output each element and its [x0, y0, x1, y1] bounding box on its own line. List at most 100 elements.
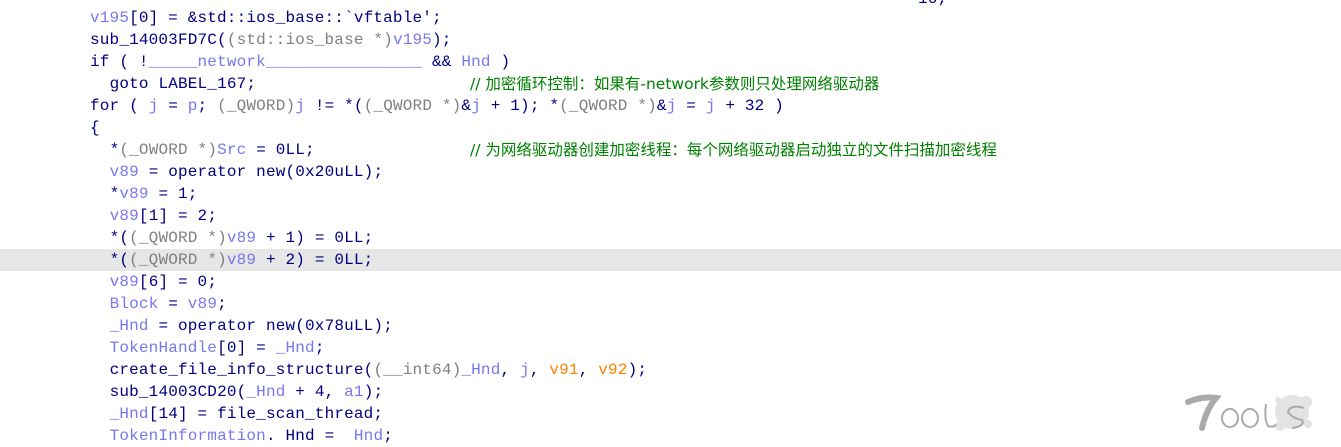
code-text: _Hnd = operator new(0x78uLL); — [110, 315, 393, 337]
code-token: + 1); * — [480, 97, 560, 115]
code-text: sub_14003CD20(_Hnd + 4, a1); — [110, 381, 384, 403]
code-token: create_file_info_structure( — [109, 361, 374, 379]
code-identifier[interactable]: v91 — [549, 361, 579, 379]
code-text: *((_QWORD *)v89 + 1) = 0LL; — [110, 227, 374, 249]
code-token: ); — [432, 31, 452, 49]
code-text: create_file_info_structure((__int64)_Hnd… — [110, 359, 648, 381]
code-token: = 0LL; — [246, 141, 315, 159]
code-token: [0] = &std::ios_base::`vftable'; — [129, 9, 442, 27]
code-comment: // 为网络驱动器创建加密线程：每个网络驱动器启动独立的文件扫描加密线程 — [470, 141, 997, 159]
code-line[interactable]: _Hnd[14] = file_scan_thread; — [0, 403, 1341, 425]
code-identifier[interactable]: v89 — [109, 163, 139, 181]
code-token: + 1) = 0LL; — [256, 229, 374, 247]
code-token: ; — [197, 97, 218, 115]
code-identifier[interactable]: v92 — [598, 361, 628, 379]
code-identifier[interactable]: v195 — [90, 9, 130, 27]
code-token: , — [500, 361, 521, 379]
code-identifier[interactable]: _____network________________ — [148, 53, 423, 71]
code-line[interactable]: for ( j = p; (_QWORD)j != *((_QWORD *)&j… — [0, 95, 1341, 117]
code-line[interactable]: TokenHandle[0] = _Hnd; — [0, 337, 1341, 359]
code-line[interactable]: v89[6] = 0; — [0, 271, 1341, 293]
code-token: *( — [109, 229, 130, 247]
code-line[interactable]: v89 = operator new(0x20uLL); — [0, 161, 1341, 183]
code-token: + 32 ) — [715, 97, 784, 115]
code-line[interactable]: v89[1] = 2; — [0, 205, 1341, 227]
code-identifier[interactable]: v89 — [109, 273, 139, 291]
code-identifier[interactable]: p — [187, 97, 198, 115]
code-text: v89[1] = 2; — [110, 205, 218, 227]
code-line[interactable]: { — [0, 117, 1341, 139]
code-token: = — [676, 97, 706, 115]
code-identifier[interactable]: j — [520, 361, 530, 379]
code-token: ; — [314, 339, 325, 357]
code-token: ); — [363, 383, 384, 401]
code-cast: (_QWORD *) — [559, 97, 657, 115]
code-token: , — [529, 361, 550, 379]
code-text: Block = v89; — [110, 293, 227, 315]
code-line[interactable]: _Hnd = operator new(0x78uLL); — [0, 315, 1341, 337]
code-identifier[interactable]: _Hnd — [109, 405, 149, 423]
code-identifier[interactable]: v89 — [187, 295, 218, 313]
code-token: ); — [627, 361, 648, 379]
code-token: & — [656, 97, 667, 115]
code-token: = — [158, 97, 188, 115]
code-identifier[interactable]: TokenInformation — [109, 427, 266, 445]
code-token: [0] = — [217, 339, 276, 357]
code-line[interactable]: Block = v89; — [0, 293, 1341, 315]
code-line-selected[interactable]: *((_QWORD *)v89 + 2) = 0LL; — [0, 249, 1341, 271]
code-identifier[interactable]: Block — [109, 295, 159, 313]
code-identifier[interactable]: j — [705, 97, 716, 115]
code-text: for ( j = p; (_QWORD)j != *((_QWORD *)&j… — [90, 95, 784, 117]
code-identifier[interactable]: a1 — [344, 383, 364, 401]
code-identifier[interactable]: v89 — [109, 207, 139, 225]
code-text: v89 = operator new(0x20uLL); — [110, 161, 384, 183]
code-line[interactable]: v195[0] = &std::ios_base::`vftable'; — [0, 7, 1341, 29]
code-line[interactable]: goto LABEL_167;// 加密循环控制：如果有-network参数则只… — [0, 73, 1341, 95]
code-identifier[interactable]: _Hnd — [109, 317, 149, 335]
code-identifier[interactable]: j — [666, 97, 677, 115]
code-token: = 1; — [148, 185, 198, 203]
code-token: for ( — [90, 97, 149, 115]
code-line[interactable]: sub_14003FD7C((std::ios_base *)v195); — [0, 29, 1341, 51]
code-token: && — [422, 53, 462, 71]
code-token: sub_14003CD20( — [109, 383, 247, 401]
code-text: if ( !_____network________________ && Hn… — [90, 51, 510, 73]
code-text: TokenInformation. Hnd = Hnd; — [110, 425, 393, 447]
code-token: [6] = 0; — [138, 273, 218, 291]
code-line[interactable]: sub_14003CD20(_Hnd + 4, a1); — [0, 381, 1341, 403]
code-identifier[interactable]: Src — [217, 141, 247, 159]
code-identifier[interactable]: Hnd — [344, 427, 384, 445]
code-identifier[interactable]: v195 — [392, 31, 433, 49]
code-token: ) — [490, 53, 511, 71]
code-cast: (_QWORD *) — [363, 97, 462, 115]
code-line[interactable]: *(_OWORD *)Src = 0LL;// 为网络驱动器创建加密线程：每个网… — [0, 139, 1341, 161]
code-line[interactable]: *((_QWORD *)v89 + 1) = 0LL; — [0, 227, 1341, 249]
code-cast: (_OWORD *) — [119, 141, 218, 159]
code-line[interactable]: *v89 = 1; — [0, 183, 1341, 205]
code-identifier[interactable]: _Hnd — [275, 339, 315, 357]
code-identifier[interactable]: TokenHandle — [109, 339, 218, 357]
code-text: TokenHandle[0] = _Hnd; — [110, 337, 325, 359]
code-identifier[interactable]: j — [471, 97, 481, 115]
code-text: *v89 = 1; — [110, 183, 198, 205]
code-identifier[interactable]: v89 — [226, 229, 257, 247]
code-identifier[interactable]: j — [295, 97, 306, 115]
code-token: + 4, — [285, 383, 345, 401]
code-line[interactable]: if ( !_____network________________ && Hn… — [0, 51, 1341, 73]
code-identifier[interactable]: _Hnd — [246, 383, 286, 401]
code-token: = operator new(0x78uLL); — [148, 317, 393, 335]
code-identifier[interactable]: Hnd — [461, 53, 491, 71]
code-identifier[interactable]: v89 — [119, 185, 149, 203]
code-text: sub_14003FD7C((std::ios_base *)v195); — [90, 29, 452, 51]
code-text: v195[0] = &std::ios_base::`vftable'; — [90, 7, 442, 29]
code-identifier[interactable]: _Hnd — [461, 361, 501, 379]
code-token: & — [461, 97, 472, 115]
code-token: = — [158, 295, 188, 313]
code-line[interactable]: TokenInformation. Hnd = Hnd; — [0, 425, 1341, 447]
code-token: [14] = file_scan_thread; — [148, 405, 384, 423]
code-token: if ( ! — [90, 53, 149, 71]
code-line[interactable]: create_file_info_structure((__int64)_Hnd… — [0, 359, 1341, 381]
code-cast: (__int64) — [373, 361, 462, 379]
code-identifier[interactable]: j — [148, 97, 159, 115]
code-identifier[interactable]: v89 — [226, 251, 257, 269]
